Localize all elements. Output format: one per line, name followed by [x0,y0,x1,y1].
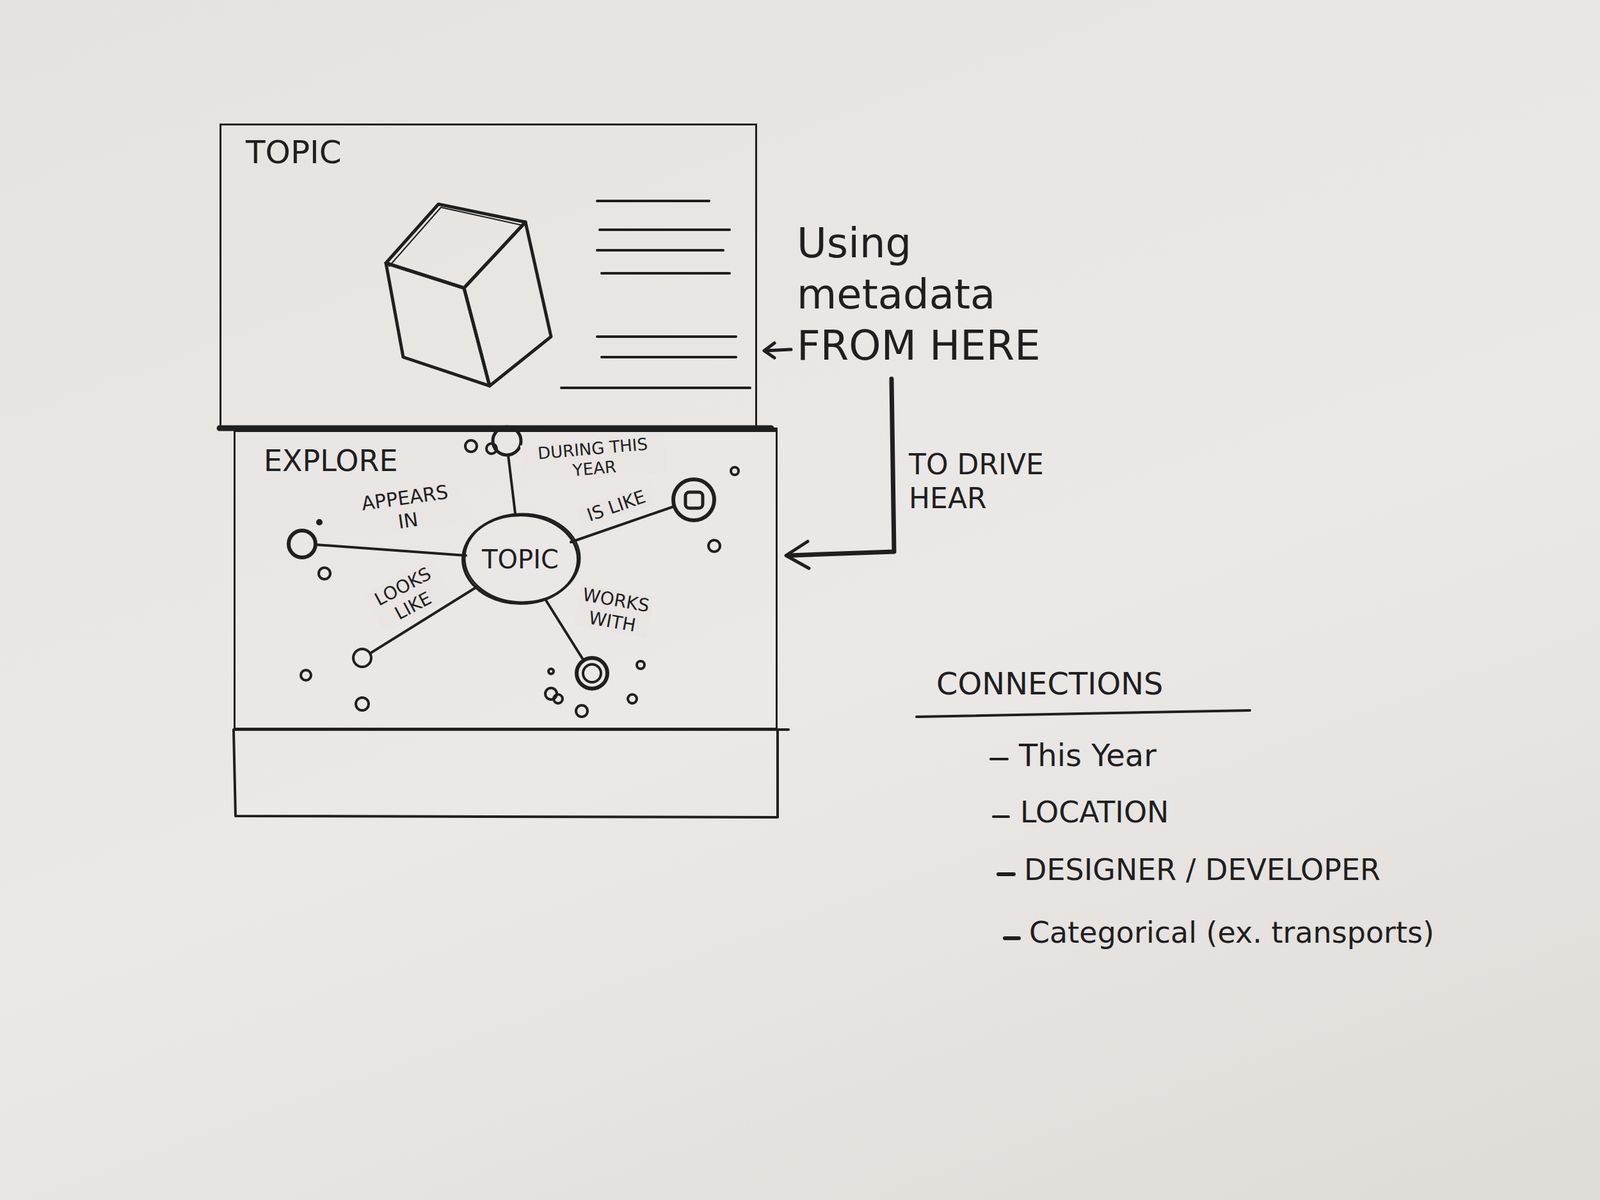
satellite-dot [317,520,322,525]
text-line [599,228,730,232]
spoke-line [315,544,466,556]
text-line [601,355,736,359]
heading-underline [916,710,1250,717]
text-line [601,272,730,275]
satellite-dot [708,540,720,552]
annotation-note: TO DRIVE HEAR [908,448,1076,516]
panel-heading: TOPIC [245,133,780,172]
list-dash [990,757,1008,761]
satellite-dot [300,670,312,681]
topic-circle: TOPIC [460,513,580,606]
annotation-arrows [764,343,895,569]
satellite-dot [318,567,331,580]
cube-illustration [385,204,552,386]
drive-arrow [788,378,895,556]
cube-sketch-line [389,207,523,267]
satellite-dot [730,467,739,475]
relation-label: APPEARS IN [346,478,467,541]
satellite-circle [576,657,608,689]
satellite-inner-mark [685,492,703,509]
satellite-circle [288,530,316,558]
relation-label: DURING THIS YEAR [520,432,668,486]
cube-right [464,222,552,386]
list-item: DESIGNER / DEVELOPER [1024,852,1381,888]
list-item: This Year [1018,737,1157,775]
topic-panel: TOPIC [219,123,758,429]
satellite-dot [548,668,554,674]
satellite-dot [355,697,369,711]
node-label: TOPIC [481,544,559,575]
explore-panel: EXPLORETOPIC [233,427,778,730]
footer-strip [233,729,789,818]
text-line [597,248,724,252]
satellite-dot [486,443,497,454]
relation-label: IS LIKE [576,483,656,529]
text-line [561,386,751,390]
satellite-dot [553,694,563,704]
list-item: Categorical (ex. transports) [1029,915,1435,951]
satellite-circle [353,648,372,667]
list-item: LOCATION [1020,794,1170,831]
circle-stroke [464,513,580,603]
arrow-head [764,343,775,358]
text-placeholder-lines [561,200,751,388]
satellite-circle [673,479,715,521]
spoke-lines [315,455,675,661]
text-line [597,199,710,203]
relation-label: LOOKS LIKE [365,560,451,633]
annotation-note: Using metadata FROM HERE [796,217,1079,372]
text-line [597,335,736,338]
satellite-dot [545,688,557,700]
satellite-dot [576,705,588,717]
connections-marks [916,710,1250,939]
list-dash [993,815,1009,818]
arrow-head [785,541,809,569]
list-heading: CONNECTIONS [936,665,1164,703]
satellite-inner-ring [583,664,601,683]
satellite-dot [636,661,645,669]
satellite-dot [627,694,637,704]
satellite-dot [465,440,477,452]
pointer-arrow [765,349,792,351]
relation-label: WORKS WITH [574,583,655,639]
list-dash [1004,936,1019,941]
spoke-line [508,455,516,514]
list-dash [998,872,1014,877]
